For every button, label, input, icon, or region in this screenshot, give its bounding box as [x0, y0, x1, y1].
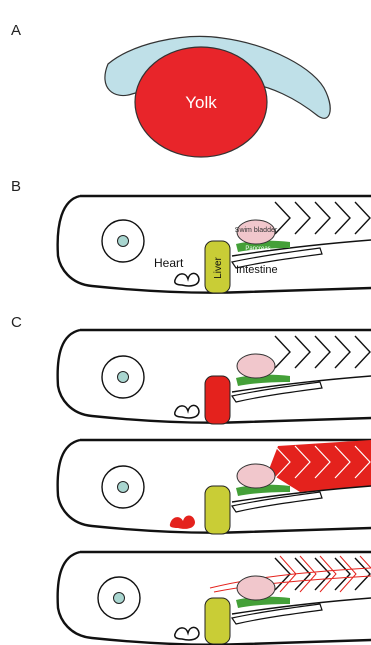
yolk-label: Yolk	[185, 93, 217, 112]
swim-bladder-label: Swim bladder	[235, 227, 278, 234]
chevron-muscle-c2-highlighted	[268, 440, 371, 492]
liver-c2	[205, 486, 230, 534]
panel-b-letter: B	[11, 178, 21, 195]
panel-c-letter: C	[11, 314, 22, 331]
panel-b: B Heart Liver Intestine Pancreas Swim bl…	[11, 178, 371, 293]
liver-label: Liver	[213, 256, 224, 278]
lens-c2	[118, 482, 129, 493]
panel-a-letter: A	[11, 22, 21, 39]
heart-c1	[175, 405, 199, 418]
chevron-muscle-b	[275, 202, 370, 234]
intestine-label: Intestine	[236, 264, 278, 276]
lens-c3	[114, 593, 125, 604]
larva-c3-line-highlight	[58, 552, 371, 645]
panel-c: C	[11, 314, 371, 645]
heart-c3	[175, 627, 199, 640]
heart-label: Heart	[154, 256, 184, 270]
chevron-muscle-c3-highlighted	[210, 556, 371, 592]
swim-bladder-c3	[237, 576, 275, 600]
swim-bladder-c1	[237, 354, 275, 378]
lens-b	[118, 236, 129, 247]
panel-a: A Yolk	[11, 22, 330, 157]
liver-c3	[205, 598, 230, 644]
swim-bladder-c2	[237, 464, 275, 488]
lens-c1	[118, 372, 129, 383]
liver-c1-highlighted	[205, 376, 230, 424]
heart-b	[175, 273, 199, 286]
chevron-muscle-c1	[275, 336, 370, 368]
larva-c2-muscle-highlight	[58, 440, 371, 534]
larva-c1-liver-highlight	[58, 330, 371, 424]
pancreas-label: Pancreas	[245, 246, 270, 252]
